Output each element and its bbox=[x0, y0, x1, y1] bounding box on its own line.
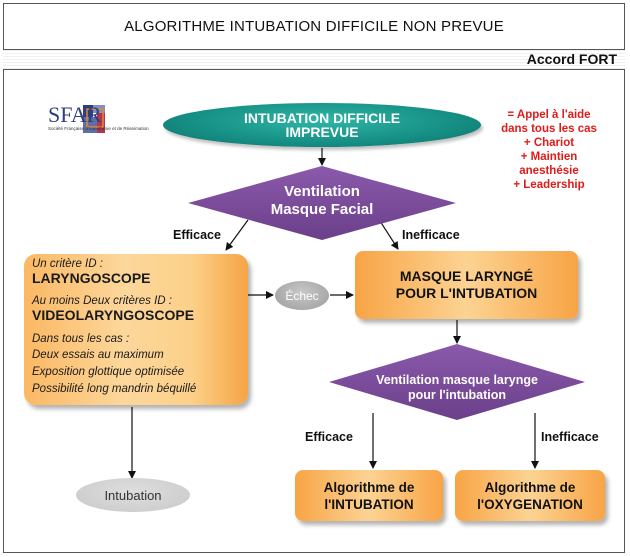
masque-larynge-box: MASQUE LARYNGÉ POUR L'INTUBATION bbox=[355, 251, 578, 319]
accord-label: Accord FORT bbox=[526, 51, 617, 67]
label-inefficace1: Inefficace bbox=[402, 228, 460, 242]
label-efficace1: Efficace bbox=[173, 228, 221, 242]
diagram-frame bbox=[3, 3, 625, 553]
algorithme-oxygenation-box: Algorithme de l'OXYGENATION bbox=[455, 470, 605, 521]
algorithme-intubation-box: Algorithme de l'INTUBATION bbox=[295, 470, 443, 521]
decision1-label: Ventilation Masque Facial bbox=[270, 183, 374, 218]
start-oval: INTUBATION DIFFICILE IMPREVUE bbox=[163, 103, 481, 147]
callout-aide: = Appel à l'aide dans tous les cas + Cha… bbox=[501, 109, 597, 191]
accord-bar: Accord FORT bbox=[3, 50, 625, 70]
sfar-logo-subtitle: Société Française d'Anesthésie et de Réa… bbox=[48, 126, 149, 131]
sfar-logo-icon bbox=[83, 105, 105, 133]
arrow-efficace1 bbox=[225, 219, 249, 251]
laryngoscope-box: Un critère ID : LARYNGOSCOPE Au moins De… bbox=[24, 254, 248, 405]
decision2-diamond bbox=[329, 344, 585, 420]
arrow-inefficace1 bbox=[379, 220, 399, 250]
label-inefficace2: Inefficace bbox=[541, 430, 599, 444]
label-efficace2: Efficace bbox=[305, 430, 353, 444]
echec-node: Échec bbox=[275, 281, 329, 310]
page-title: ALGORITHME INTUBATION DIFFICILE NON PREV… bbox=[3, 3, 625, 50]
decision2-label: Ventilation masque larynge pour l'intuba… bbox=[376, 373, 538, 402]
decision1-diamond bbox=[188, 166, 456, 240]
sfar-logo-text: SFAR bbox=[48, 102, 102, 127]
intubation-node: Intubation bbox=[76, 478, 190, 512]
